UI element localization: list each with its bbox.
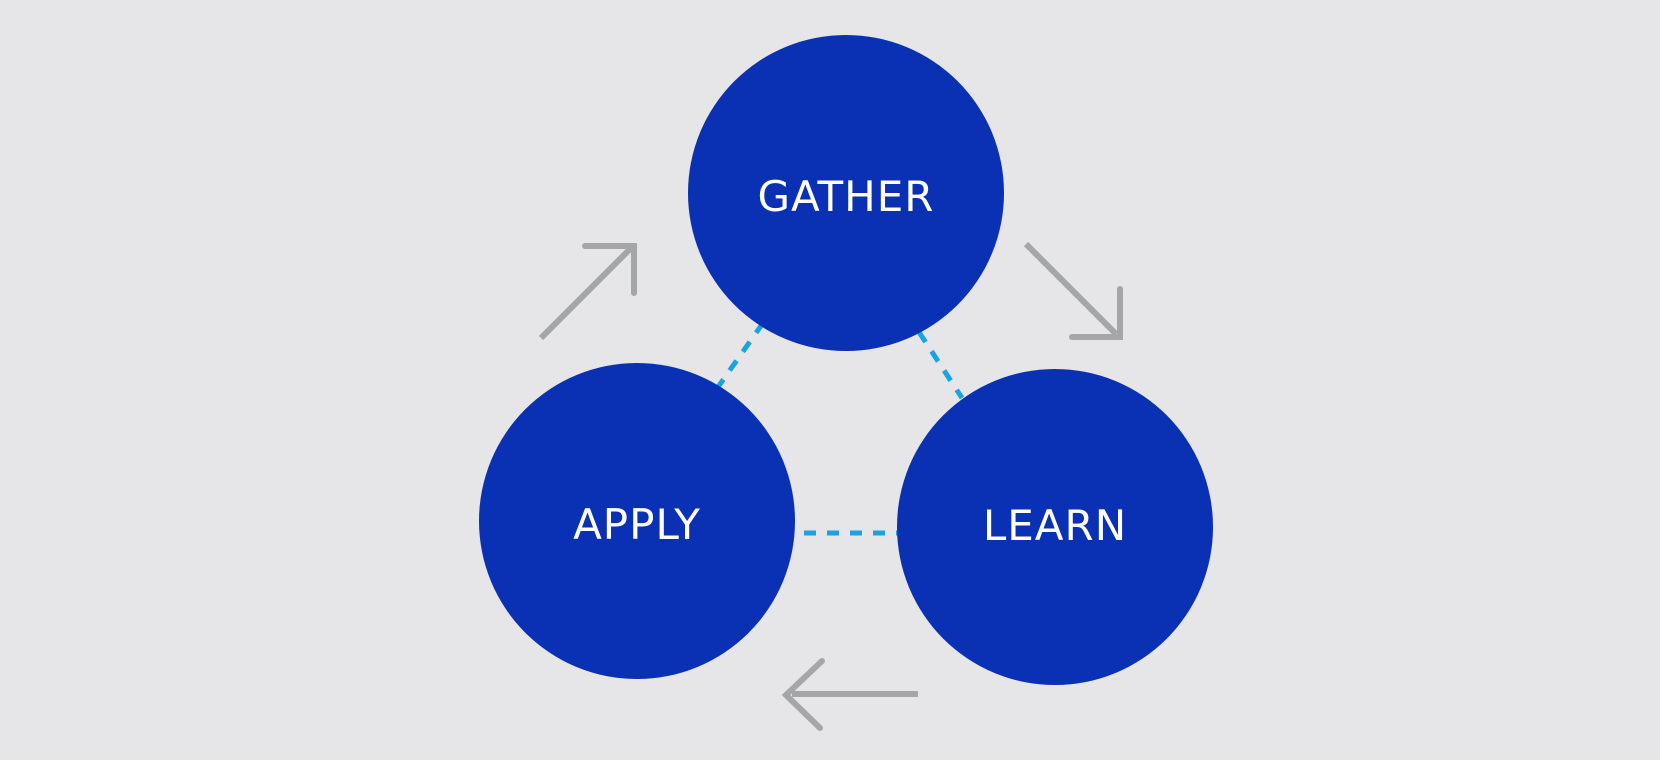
- arrow-gather-to-learn-icon: [1023, 241, 1123, 340]
- node-apply-label: APPLY: [573, 500, 701, 549]
- node-gather: GATHER: [688, 35, 1004, 351]
- node-gather-label: GATHER: [758, 172, 935, 221]
- arrow-apply-to-gather-icon: [538, 243, 637, 341]
- arrow-learn-to-apply-icon: [781, 658, 918, 731]
- node-learn-circle: [897, 369, 1213, 685]
- node-gather-circle: [688, 35, 1004, 351]
- node-learn-label: LEARN: [983, 501, 1127, 550]
- connectors: [715, 321, 965, 536]
- node-learn: LEARN: [897, 369, 1213, 685]
- node-apply-circle: [479, 363, 795, 679]
- node-apply: APPLY: [479, 363, 795, 679]
